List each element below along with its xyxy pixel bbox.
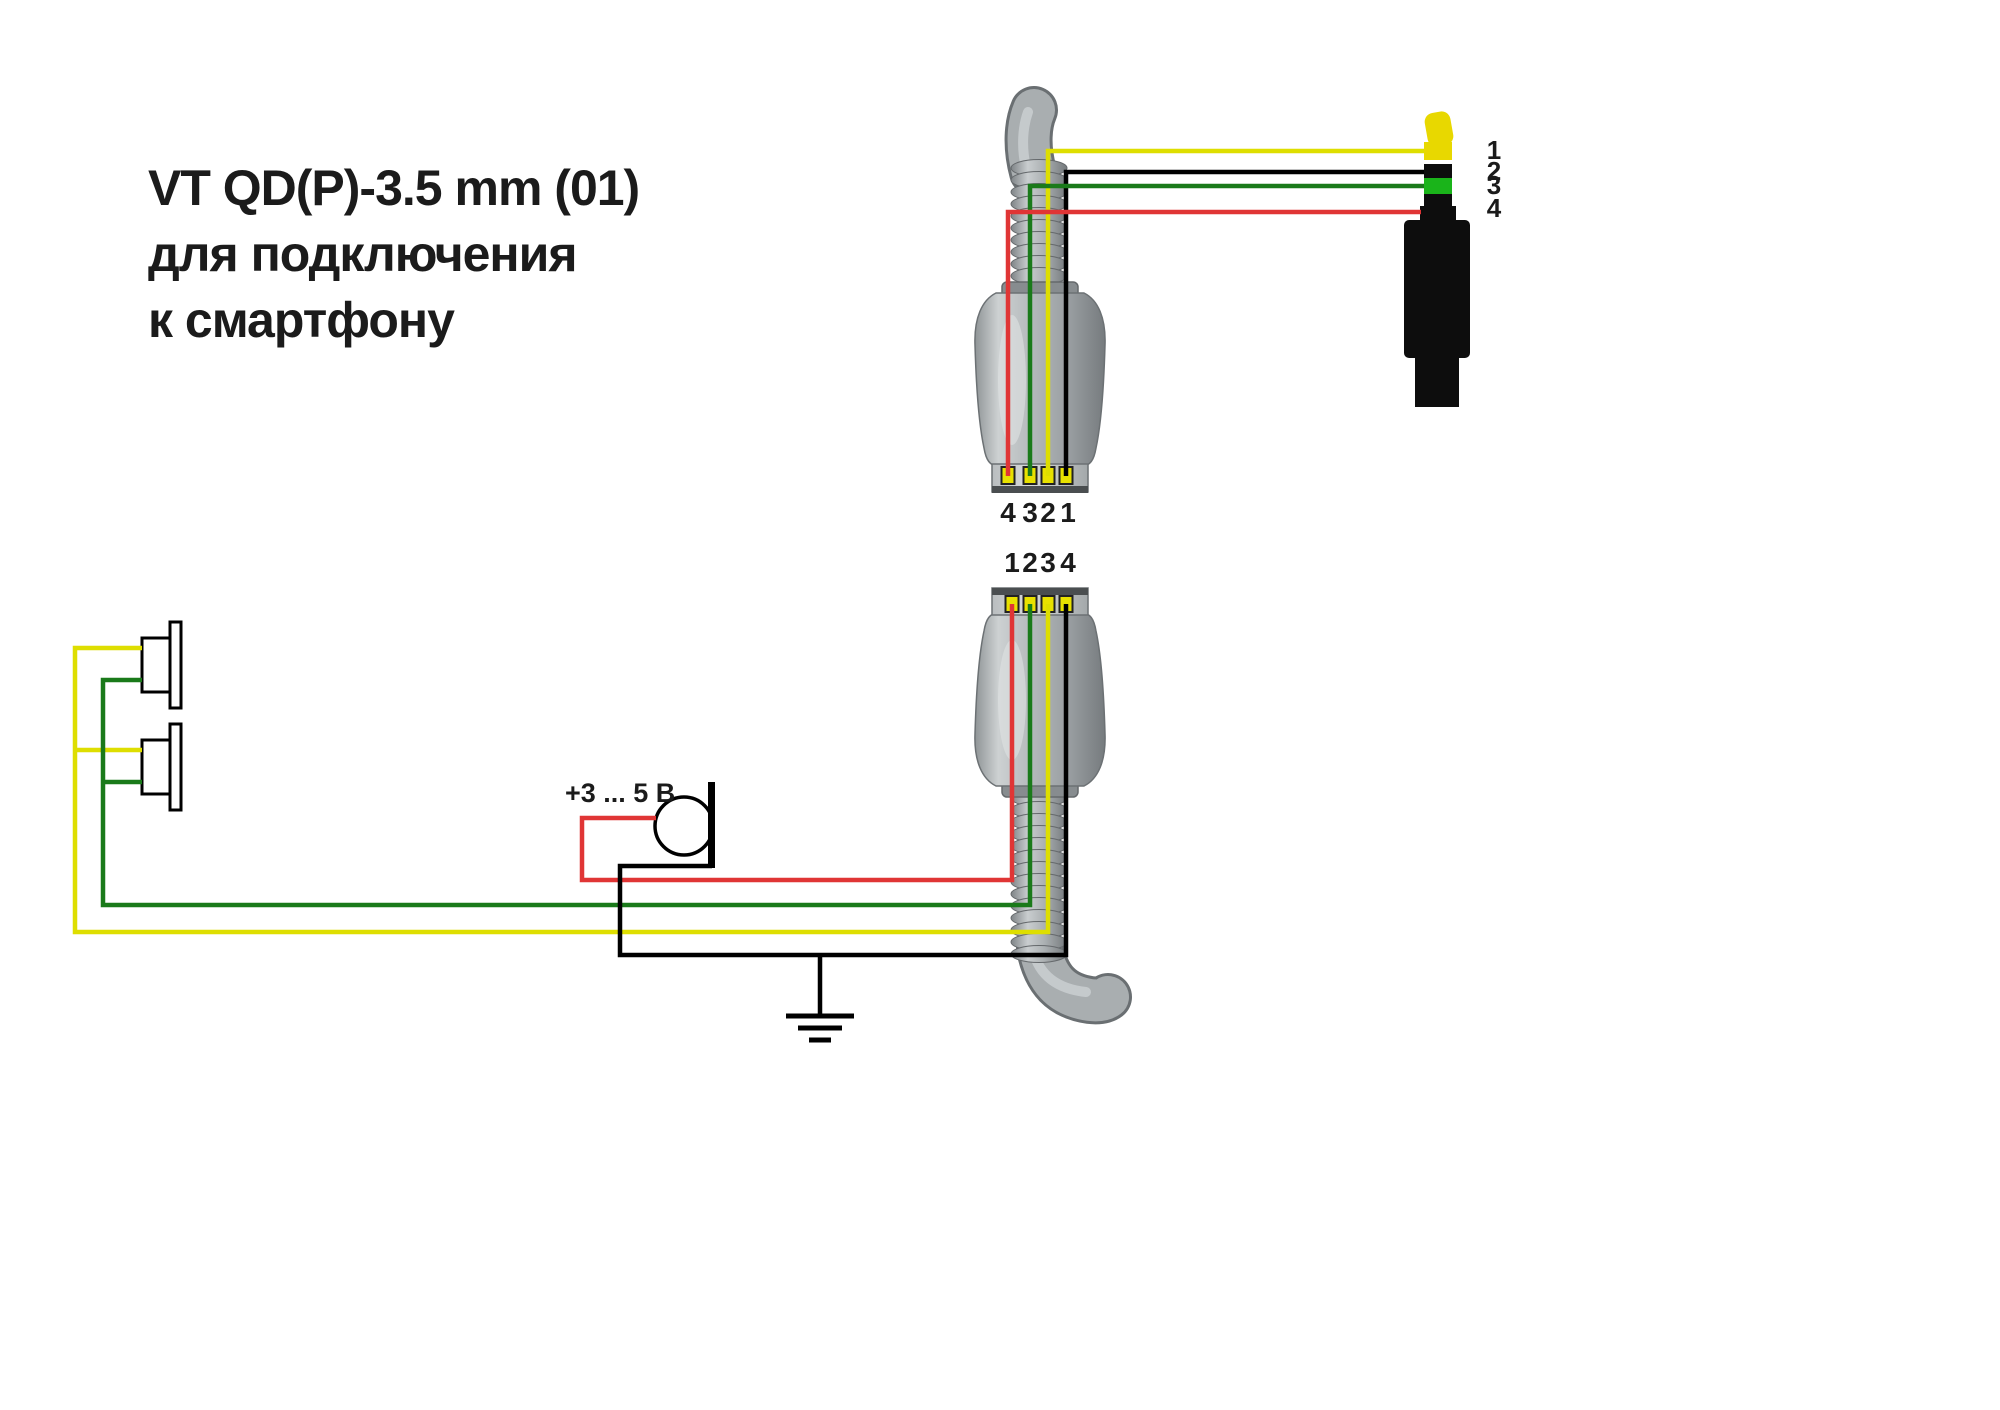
bottom-pin-label-3: 3 — [1040, 547, 1056, 578]
bottom-pin-label-2: 2 — [1022, 547, 1038, 578]
wire-green-top — [1027, 183, 1424, 476]
connector-body — [974, 612, 1106, 787]
top-connector-pin-labels: 4 3 2 1 — [1000, 497, 1076, 528]
jack-pin-3: 3 — [1487, 170, 1501, 200]
wire-black-bottom — [617, 604, 1069, 1016]
cable-ribs-bottom — [1010, 789, 1068, 963]
jack-pin-1: 1 — [1487, 135, 1501, 165]
jack-pin-numbers: 1 2 3 4 — [1487, 135, 1502, 223]
bottom-section-wires — [72, 604, 1069, 1016]
speaker-top — [140, 620, 183, 710]
title-line-2: для подключения — [148, 226, 577, 282]
jack-body — [1404, 220, 1470, 358]
speaker-magnet — [140, 738, 172, 796]
top-section-wires — [1005, 148, 1424, 476]
speaker-bottom — [140, 722, 183, 812]
jack-band-yellow — [1424, 142, 1452, 160]
trrs-jack-plug: 1 2 3 4 — [1404, 111, 1502, 407]
title-line-1: VT QD(P)-3.5 mm (01) — [148, 160, 639, 216]
jack-band-black-2 — [1424, 194, 1452, 206]
bottom-pin-label-4: 4 — [1060, 547, 1076, 578]
top-pin-label-3: 3 — [1022, 497, 1038, 528]
body-highlight — [998, 315, 1026, 445]
top-pin-label-4: 4 — [1000, 497, 1016, 528]
jack-pin-2: 2 — [1487, 156, 1501, 186]
speaker-magnet — [140, 636, 172, 694]
connector-nose-lip — [992, 486, 1088, 493]
jack-band-black-1 — [1424, 164, 1452, 178]
bottom-pin-label-1: 1 — [1004, 547, 1020, 578]
diagram-title: VT QD(P)-3.5 mm (01) для подключения к с… — [148, 160, 640, 348]
wire-yellow-top — [1045, 148, 1424, 476]
ground-symbol — [786, 1013, 854, 1043]
top-pin-label-2: 2 — [1040, 497, 1056, 528]
wire-yellow-bottom — [72, 604, 1051, 935]
jack-collar — [1420, 206, 1456, 220]
connector-body — [974, 292, 1106, 467]
jack-lower-body — [1415, 358, 1459, 407]
title-line-3: к смартфону — [148, 292, 455, 348]
microphone: +3 ... 5 В — [565, 778, 715, 868]
mic-voltage-label: +3 ... 5 В — [565, 778, 675, 808]
top-pin-label-1: 1 — [1060, 497, 1076, 528]
jack-pin-4: 4 — [1487, 193, 1502, 223]
ground-bars — [786, 1013, 854, 1043]
speaker-cone-front — [168, 620, 183, 710]
bottom-qd-connector — [974, 587, 1132, 1025]
wire-red-bottom — [579, 604, 1015, 883]
wire-green-bottom — [100, 604, 1033, 908]
wire-red-top — [1005, 209, 1421, 476]
top-qd-connector — [974, 86, 1106, 493]
microphone-membrane — [708, 782, 715, 868]
bottom-connector-pin-labels: 1 2 3 4 — [1004, 547, 1076, 578]
jack-tip — [1424, 111, 1454, 147]
speaker-cone-front — [168, 722, 183, 812]
cable-ribs-top — [1010, 159, 1068, 285]
jack-band-green — [1424, 178, 1452, 194]
connector-nose-lip — [992, 588, 1088, 595]
wire-black-top — [1063, 169, 1424, 476]
top-connector-contacts — [1000, 466, 1074, 485]
